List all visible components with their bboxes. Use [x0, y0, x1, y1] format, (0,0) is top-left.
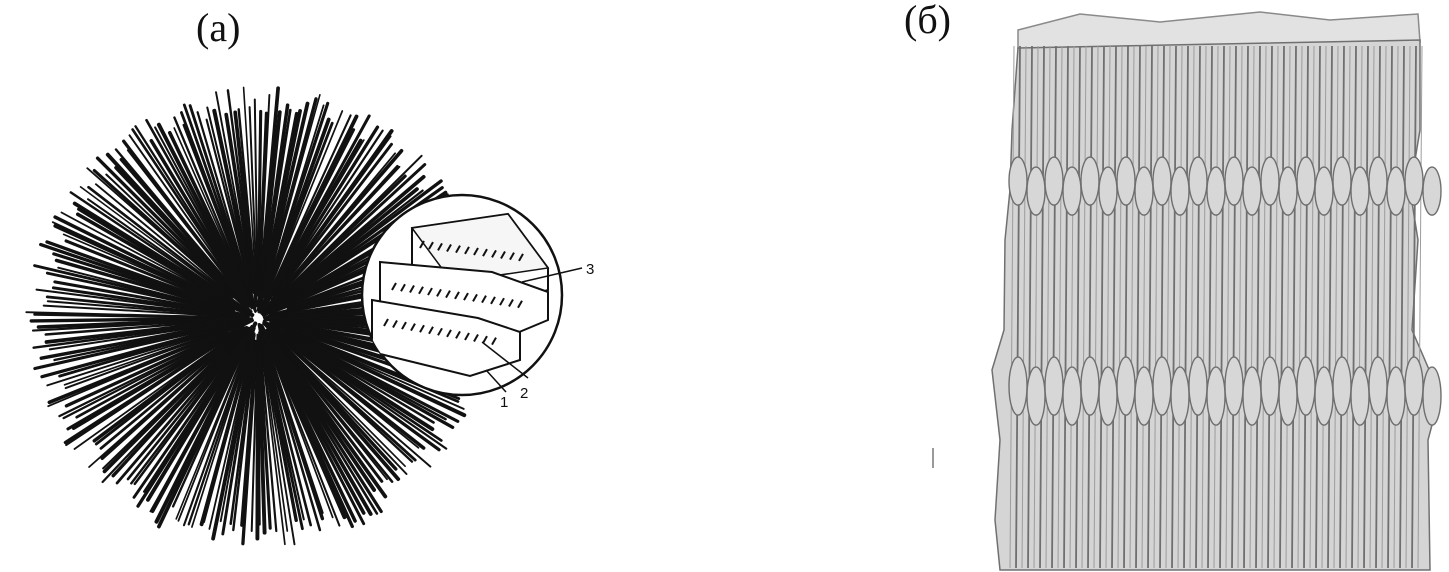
bulge-knot [1207, 367, 1225, 425]
bulge-knot [1387, 167, 1405, 215]
bulge-knot [1045, 357, 1063, 415]
bulge-knot [1279, 367, 1297, 425]
bulge-knot [1189, 157, 1207, 205]
bulge-knot [1153, 157, 1171, 205]
bulge-knot [1297, 157, 1315, 205]
bulge-knot [1045, 157, 1063, 205]
bulge-knot [1243, 167, 1261, 215]
bulge-knot [1405, 357, 1423, 415]
bulge-knot [1297, 357, 1315, 415]
bulge-knot [1009, 157, 1027, 205]
bulge-knot [1405, 157, 1423, 205]
bulge-knot [1351, 367, 1369, 425]
callout-1: 1 [500, 394, 508, 411]
bulge-knot [1099, 167, 1117, 215]
bulge-knot [1207, 167, 1225, 215]
bulge-knot [1423, 367, 1441, 425]
bulge-knot [1333, 357, 1351, 415]
bulge-knot [1117, 157, 1135, 205]
bulge-knot [1027, 167, 1045, 215]
bulge-knot [1027, 367, 1045, 425]
bulge-knot [1315, 367, 1333, 425]
bulge-knot [1009, 357, 1027, 415]
bulge-knot [1063, 367, 1081, 425]
bulge-knot [1063, 167, 1081, 215]
bulge-knot [1171, 167, 1189, 215]
bulge-knot [1135, 167, 1153, 215]
bulge-knot [1387, 367, 1405, 425]
callout-2: 2 [520, 385, 528, 402]
bulge-knot [1081, 357, 1099, 415]
bulge-knot [1423, 167, 1441, 215]
bulge-knot [1117, 357, 1135, 415]
bulge-knot [1315, 167, 1333, 215]
bulge-knot [1261, 157, 1279, 205]
bulge-knot [1369, 357, 1387, 415]
bulge-knot [1261, 357, 1279, 415]
columnar-block [933, 12, 1441, 570]
bulge-knot [1333, 157, 1351, 205]
bulge-knot [1135, 367, 1153, 425]
bulge-knot [1099, 367, 1117, 425]
bulge-knot [1369, 157, 1387, 205]
bulge-knot [1351, 167, 1369, 215]
callout-3: 3 [586, 261, 594, 278]
bulge-knot [1081, 157, 1099, 205]
bulge-knot [1243, 367, 1261, 425]
bulge-knot [1225, 357, 1243, 415]
bulge-knot [1225, 157, 1243, 205]
bulge-knot [1279, 167, 1297, 215]
bulge-knot [1153, 357, 1171, 415]
bulge-knot [1189, 357, 1207, 415]
fiber-line [257, 346, 258, 539]
bulge-knot [1171, 367, 1189, 425]
